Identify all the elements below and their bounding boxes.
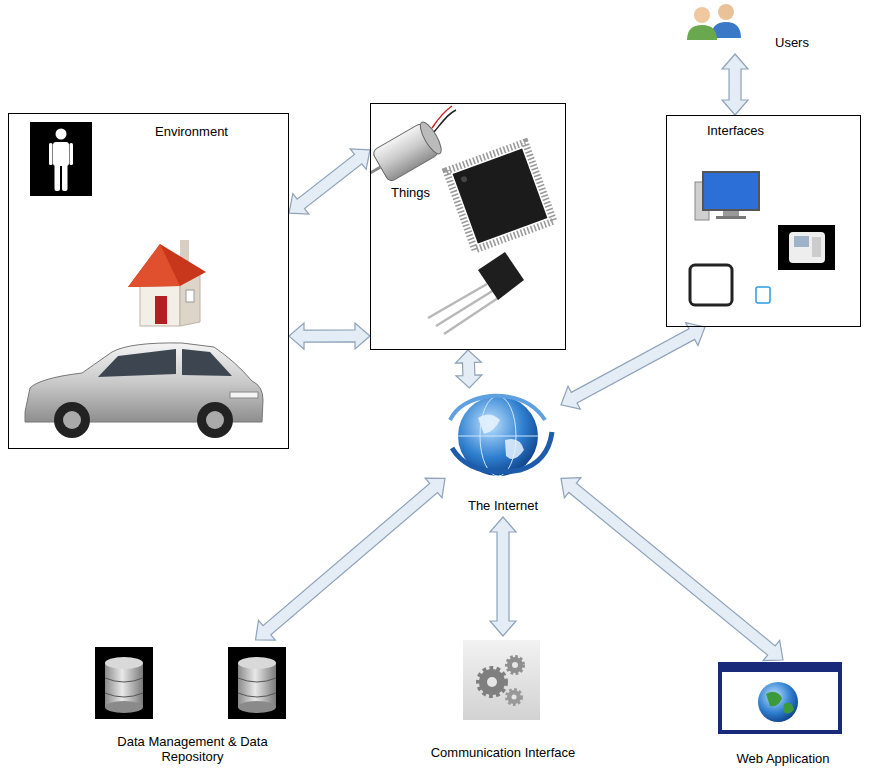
globe-icon	[450, 396, 552, 476]
double-block-arrow	[455, 350, 481, 388]
double-block-arrow	[256, 478, 446, 640]
communication-node: Communication Interface	[420, 636, 586, 764]
users-label-group: Users	[685, 2, 815, 54]
phone-icon	[778, 225, 835, 270]
motor-icon	[361, 106, 456, 189]
person-icon	[30, 122, 92, 196]
double-block-arrow	[722, 54, 748, 115]
double-block-arrow	[561, 478, 783, 661]
node-label: Users	[775, 35, 809, 50]
node-label: Data Management & Data Repository	[113, 734, 273, 764]
node-label: Communication Interface	[420, 745, 586, 760]
database-icon	[228, 647, 286, 719]
interfaces-box: Interfaces	[666, 115, 861, 327]
house-icon	[128, 240, 206, 326]
computer-icon	[695, 172, 759, 220]
transistor-icon	[428, 252, 524, 334]
web-application-node: Web Application	[705, 660, 861, 770]
node-label: Web Application	[705, 751, 861, 766]
users-icon	[687, 4, 741, 40]
environment-box: Environment	[8, 113, 289, 449]
double-block-arrow	[561, 323, 705, 409]
web-window-icon	[720, 664, 840, 732]
data-repository-node: Data Management & Data Repository	[80, 640, 305, 768]
node-label: Interfaces	[707, 123, 764, 138]
double-block-arrow	[289, 323, 370, 349]
car-icon	[25, 343, 263, 438]
node-label: The Internet	[445, 498, 561, 513]
database-icon	[95, 647, 153, 719]
internet-node: The Internet	[445, 388, 561, 517]
things-box: Things	[370, 103, 566, 350]
double-block-arrow	[490, 517, 516, 636]
node-label: Environment	[155, 124, 228, 139]
chip-icon	[446, 142, 554, 250]
gears-icon	[463, 640, 540, 720]
double-block-arrow	[289, 149, 370, 214]
node-label: Things	[391, 185, 430, 200]
tablet-icon	[690, 265, 770, 305]
